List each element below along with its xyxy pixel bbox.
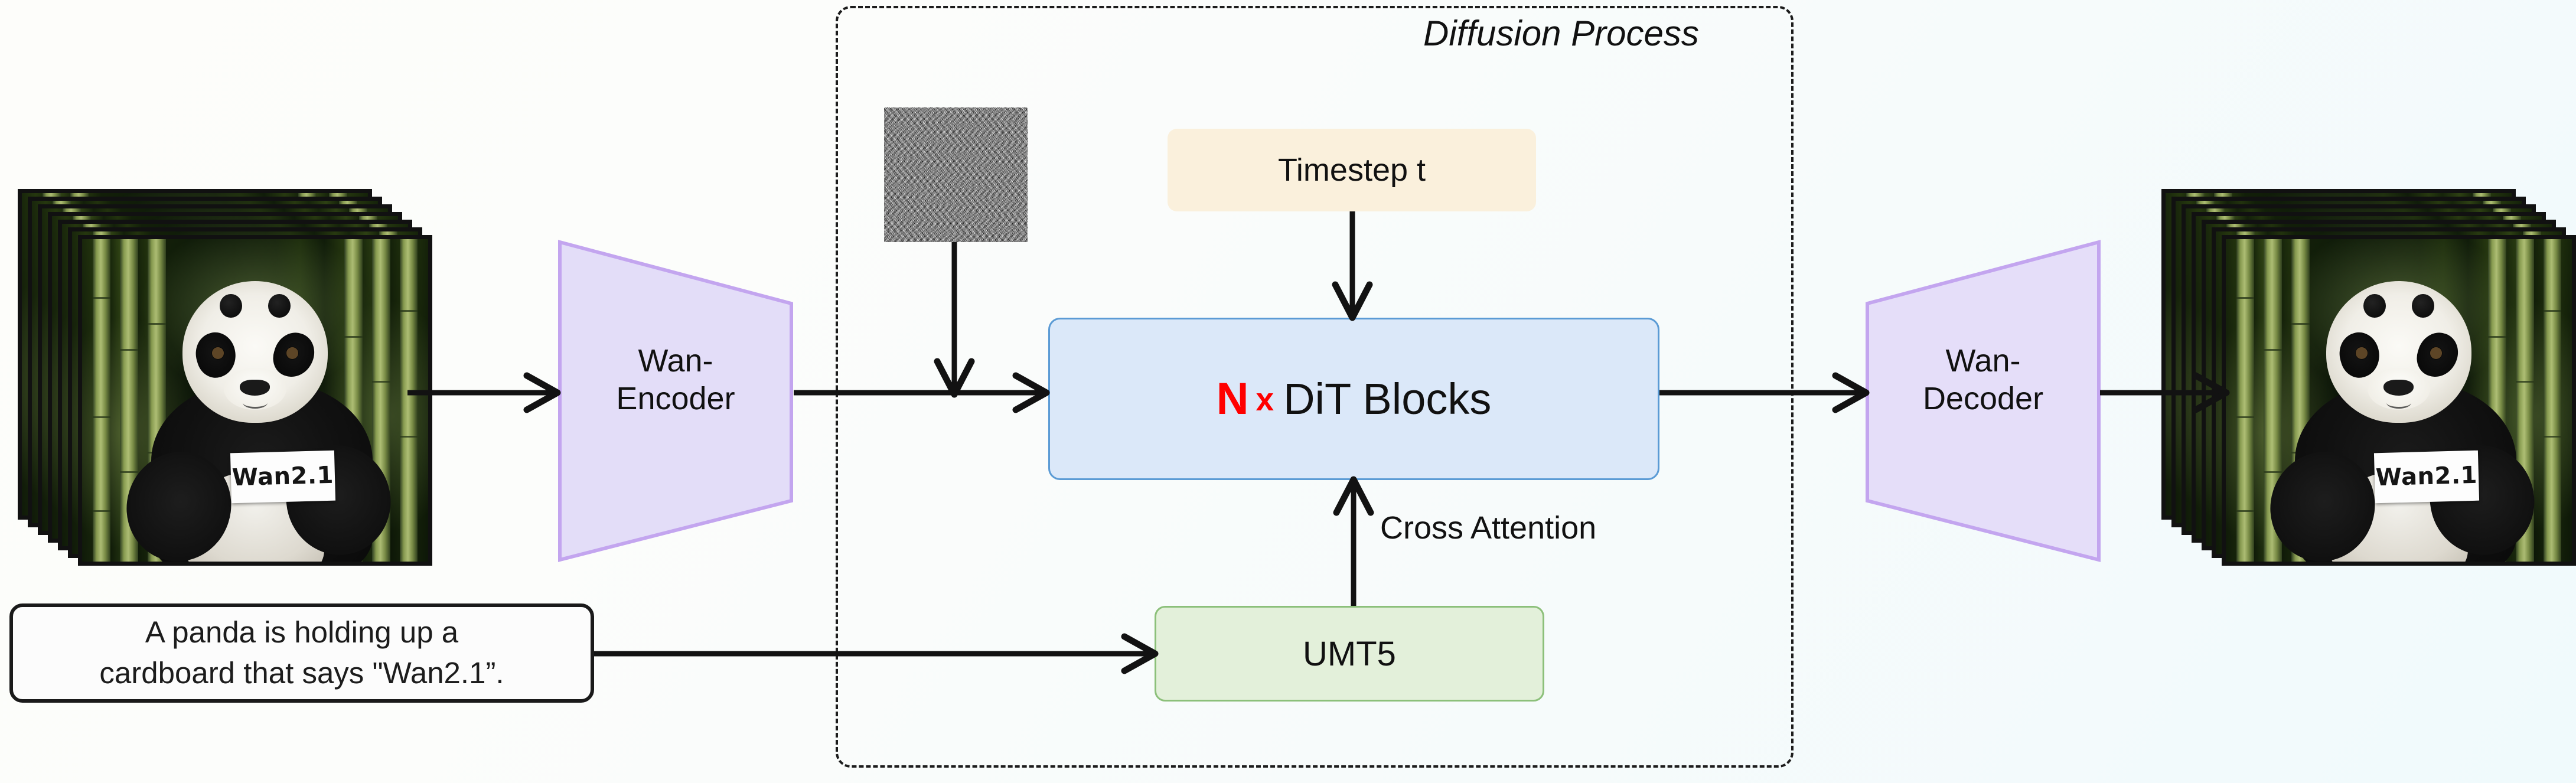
arrow-video-to-encoder (407, 372, 561, 413)
gaussian-noise-latent (884, 107, 1028, 242)
decoder-trapezoid-shape (1866, 240, 2101, 562)
dit-label: DiT Blocks (1283, 374, 1492, 423)
arrow-timestep-to-dit (1332, 211, 1373, 321)
video-frame-front: Wan2.1 (2222, 235, 2576, 566)
umt5-node[interactable]: UMT5 (1155, 606, 1544, 702)
decoder-label-line1: Wan- (1945, 343, 2021, 379)
arrow-decoder-to-video (2100, 372, 2230, 413)
cross-attention-label: Cross Attention (1380, 510, 1597, 546)
prompt-line-2: cardboard that says "Wan2.1”. (99, 656, 504, 690)
diffusion-process-group (836, 6, 1794, 768)
output-video-frames: Wan2.1 (2161, 189, 2576, 579)
dit-multiplier: x (1256, 380, 1274, 417)
arrow-dit-to-decoder (1659, 372, 1870, 413)
decoder-label-line2: Decoder (1922, 380, 2044, 416)
dit-blocks-node[interactable]: N x DiT Blocks (1048, 318, 1659, 480)
arrow-noise-to-latent (934, 242, 975, 398)
encoder-label-line1: Wan- (638, 343, 713, 379)
video-frame-front: Wan2.1 (78, 235, 432, 566)
arrow-prompt-to-umt5 (594, 633, 1159, 674)
dit-count-prefix: N (1216, 374, 1249, 424)
timestep-label: Timestep t (1277, 152, 1426, 188)
diffusion-process-title: Diffusion Process (1423, 14, 1699, 53)
wan-encoder-node[interactable]: Wan- Encoder (557, 239, 794, 563)
prompt-line-1: A panda is holding up a (145, 615, 459, 650)
encoder-label-line2: Encoder (616, 380, 735, 416)
encoder-trapezoid-shape (558, 240, 793, 562)
wan-decoder-node[interactable]: Wan- Decoder (1865, 239, 2101, 563)
text-prompt-box[interactable]: A panda is holding up a cardboard that s… (9, 603, 594, 703)
input-video-frames: Wan2.1 (18, 189, 432, 579)
umt5-label: UMT5 (1303, 634, 1396, 673)
arrow-encoder-to-dit (794, 372, 1050, 413)
timestep-node[interactable]: Timestep t (1168, 129, 1536, 211)
arrow-umt5-to-dit-cross-attention (1333, 476, 1374, 606)
